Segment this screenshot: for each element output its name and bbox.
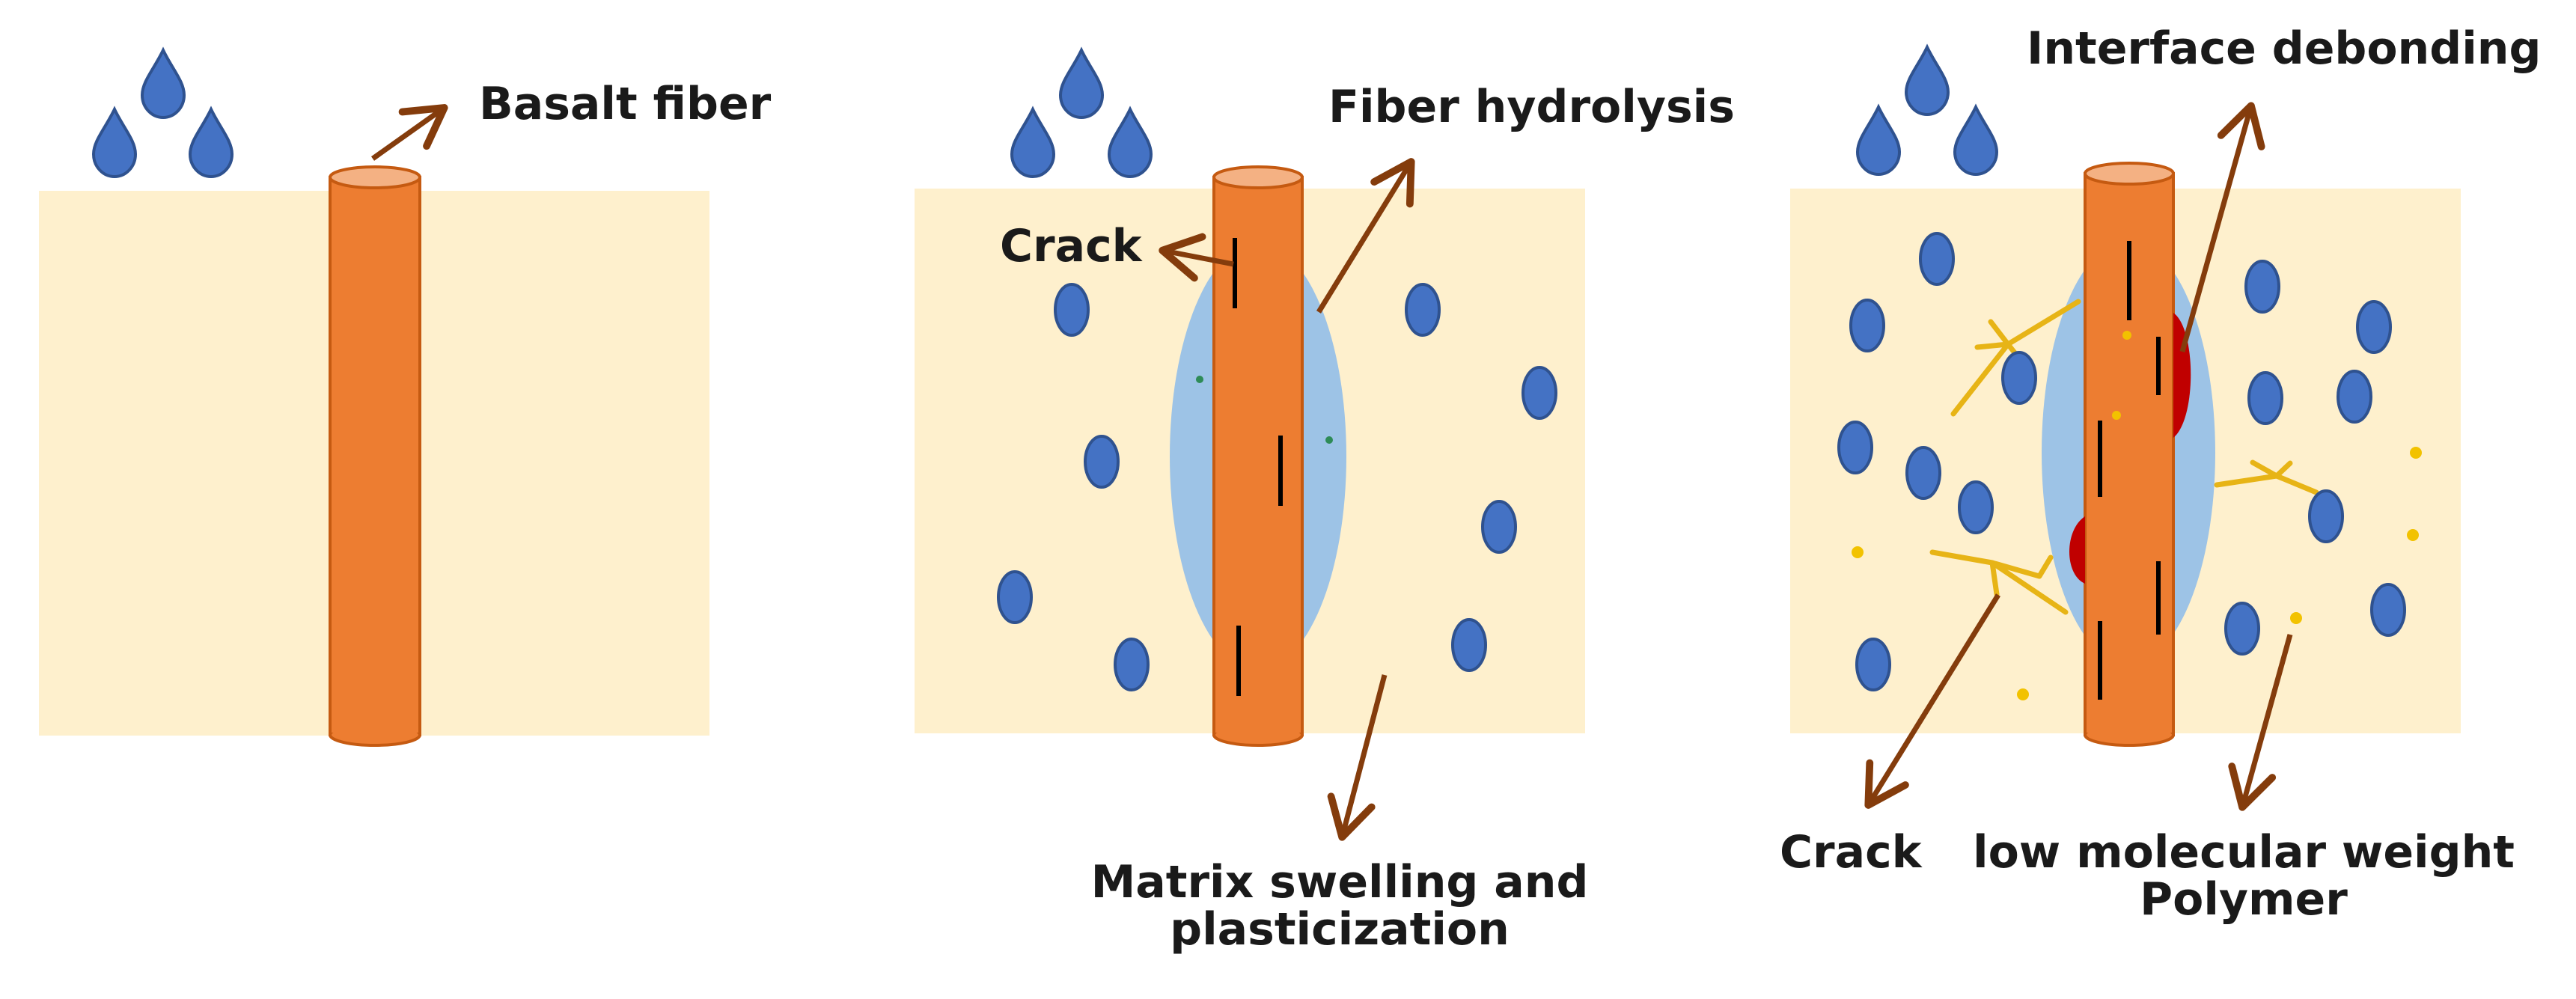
- water-drop-icon: [1010, 108, 1055, 178]
- polymer-dot: [2407, 529, 2419, 541]
- water-molecule-icon: [997, 570, 1033, 624]
- water-drop-icon: [1953, 106, 1998, 176]
- panel-intact: [39, 49, 709, 747]
- water-drop-icon: [1108, 108, 1153, 178]
- water-molecule-icon: [2337, 370, 2372, 424]
- arrow-icon: [1316, 158, 1415, 314]
- water-molecule-icon: [1054, 283, 1090, 337]
- interface-debonding-label: Interface debonding: [2027, 22, 2542, 75]
- branch-crack: [2214, 459, 2319, 495]
- low-mw-line1: low molecular weight: [1973, 826, 2515, 879]
- water-drop-icon: [189, 108, 234, 178]
- arrow-icon: [2228, 634, 2293, 811]
- water-molecule-icon: [2356, 300, 2392, 354]
- water-molecule-icon: [2224, 602, 2260, 656]
- low-mw-polymer-label: low molecular weight Polymer: [1959, 829, 2528, 923]
- arrow-icon: [2179, 102, 2265, 352]
- water-molecule-icon: [1451, 618, 1487, 672]
- water-drops: [1856, 46, 1998, 176]
- water-molecule-icon: [1855, 638, 1891, 691]
- panel-swelling: [915, 49, 1585, 841]
- crack-label-panel3: Crack: [1780, 826, 1922, 879]
- water-molecule-icon: [2244, 260, 2280, 314]
- water-drop-icon: [1059, 49, 1104, 119]
- polymer-dot: [1852, 546, 1864, 558]
- water-drops: [1010, 49, 1153, 178]
- water-molecule-icon: [2001, 351, 2037, 405]
- water-drop-icon: [92, 108, 137, 178]
- matrix-swelling-line1: Matrix swelling and: [1090, 856, 1589, 908]
- water-molecule-icon: [2247, 371, 2283, 425]
- arrow-icon: [1327, 674, 1388, 841]
- water-drop-icon: [1856, 106, 1901, 176]
- water-molecule-icon: [1958, 480, 1994, 534]
- hydrolysis-dot: [1196, 376, 1203, 383]
- branch-crack: [1929, 549, 2069, 615]
- matrix-swelling-line2: plasticization: [1170, 903, 1510, 956]
- arrow-icon: [1864, 593, 2000, 809]
- water-drops: [92, 49, 234, 178]
- polymer-dot: [2112, 411, 2121, 420]
- water-molecule-icon: [1919, 232, 1955, 286]
- branch-crack: [1950, 299, 2081, 417]
- water-molecule-icon: [1084, 435, 1120, 489]
- hydrolysis-dots: [1196, 376, 1333, 444]
- water-drop-icon: [141, 49, 186, 119]
- branching-cracks: [1929, 299, 2319, 615]
- water-molecule-icon: [2370, 583, 2406, 637]
- polymer-dot: [2017, 688, 2029, 700]
- water-molecule-icon: [1481, 500, 1517, 554]
- fiber-hydrolysis-label: Fiber hydrolysis: [1328, 81, 1735, 133]
- crack-label: Crack: [1000, 220, 1142, 272]
- fiber-cracks: [2098, 241, 2161, 700]
- water-molecule-icon: [1849, 299, 1885, 352]
- low-mw-line2: Polymer: [2140, 873, 2348, 926]
- panel-debonding: [1790, 46, 2461, 811]
- water-molecule-icon: [2308, 489, 2344, 543]
- fiber-rod-icon: [1212, 165, 1304, 747]
- polymer-dot: [2410, 447, 2422, 459]
- fiber-rod-icon: [329, 165, 421, 747]
- water-molecule-icon: [1522, 366, 1557, 420]
- arrow-icon: [370, 104, 448, 161]
- basalt-fiber-label: Basalt fiber: [479, 78, 772, 130]
- water-molecule-icon: [1114, 638, 1150, 691]
- fiber-cracks: [1233, 238, 1283, 696]
- arrow-icon: [1159, 233, 1234, 282]
- polymer-dot: [2290, 612, 2302, 624]
- hydrolysis-dot: [1325, 436, 1333, 444]
- water-drop-icon: [1905, 46, 1950, 116]
- polymer-dots: [1852, 331, 2422, 700]
- water-molecule-icon: [1405, 283, 1441, 337]
- debond-region: [2069, 516, 2085, 584]
- water-molecule-icon: [1837, 421, 1873, 474]
- matrix-swelling-label: Matrix swelling and plasticization: [1085, 859, 1594, 953]
- water-molecule-icon: [1905, 446, 1941, 500]
- polymer-dot: [2122, 331, 2131, 340]
